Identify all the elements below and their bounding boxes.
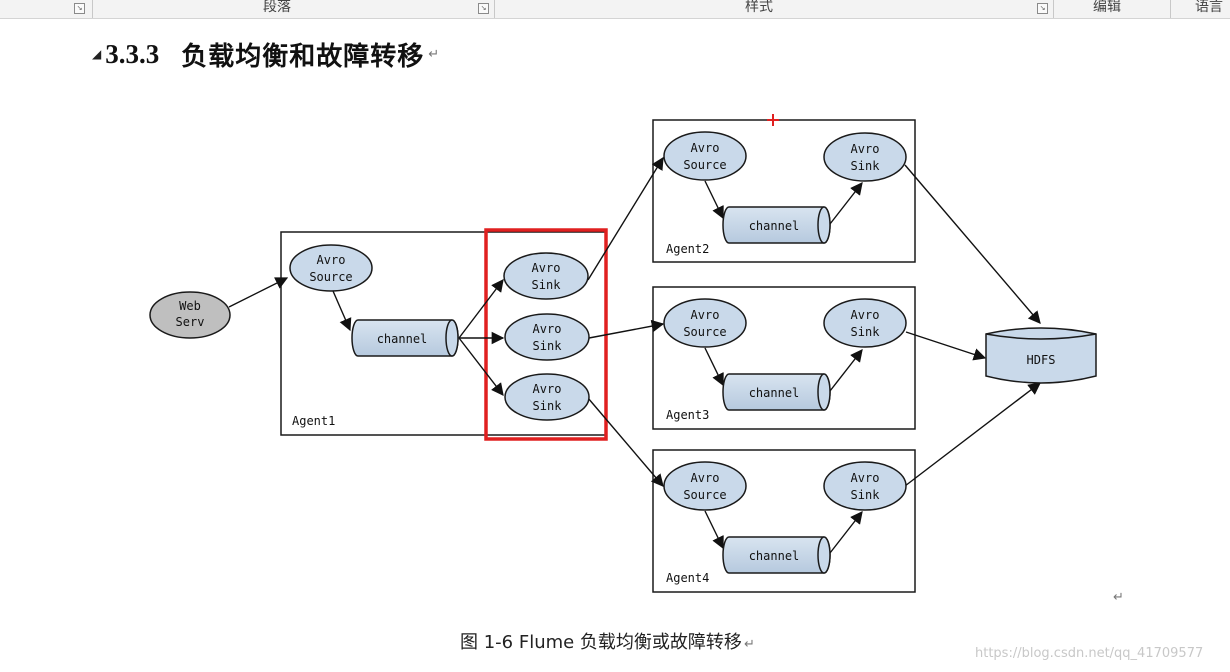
agent1-channel-node: channel: [351, 319, 459, 357]
agent2-source-label-2: Source: [683, 158, 726, 172]
ribbon-group-language[interactable]: 语言: [1195, 0, 1223, 15]
agent2-channel-label: channel: [749, 219, 800, 233]
hdfs-label: HDFS: [1027, 353, 1056, 367]
figure-caption-text: 图 1-6 Flume 负载均衡或故障转移: [460, 632, 742, 653]
agent4-sink-node: Avro Sink: [823, 461, 907, 511]
ribbon-separator: [92, 0, 93, 18]
figure-caption: 图 1-6 Flume 负载均衡或故障转移↵: [460, 628, 755, 654]
heading-bullet-icon: ◢: [92, 47, 102, 61]
watermark-text: https://blog.csdn.net/qq_41709577: [975, 646, 1204, 661]
agent3-source-label-2: Source: [683, 325, 726, 339]
agent4-source-node: Avro Source: [663, 461, 747, 511]
ribbon-separator: [1053, 0, 1054, 18]
ribbon-group-styles[interactable]: 样式: [745, 0, 773, 15]
agent1-sink-3-node: Avro Sink: [504, 373, 590, 421]
agent1-sink-2-node: Avro Sink: [504, 313, 590, 361]
heading-title: 负载均衡和故障转移: [181, 41, 425, 72]
paragraph-mark-icon: ↵: [428, 46, 440, 62]
agent2-box: [652, 119, 916, 263]
agent2-source-node: Avro Source: [663, 131, 747, 181]
ribbon-bar: ↘ 段落 ↘ 样式 ↘ 编辑 语言: [0, 0, 1230, 19]
agent2-source-label-1: Avro: [691, 141, 720, 155]
agent2-sink-label-2: Sink: [851, 159, 881, 173]
agent4-sink-label-2: Sink: [851, 488, 881, 502]
section-heading: ◢ 3.3.3 负载均衡和故障转移 ↵: [92, 36, 439, 72]
agent3-box: [652, 286, 916, 430]
crosshair-cursor-icon: [767, 114, 779, 126]
flow-arrows: [228, 156, 1042, 554]
paragraph-mark-icon: ↵: [1113, 590, 1124, 605]
dialog-launcher-icon[interactable]: ↘: [478, 3, 489, 14]
agent3-sink-label-2: Sink: [851, 325, 881, 339]
web-server-label-2: Serv: [176, 315, 205, 329]
agent2-channel-node: channel: [722, 206, 831, 244]
agent3-source-label-1: Avro: [691, 308, 720, 322]
ribbon-group-paragraph[interactable]: 段落: [263, 0, 291, 15]
agent4-box: [652, 449, 916, 593]
agent4-channel-node: channel: [722, 536, 831, 574]
agent3-channel-node: channel: [722, 373, 831, 411]
paragraph-mark-icon: ↵: [743, 637, 755, 652]
ribbon-separator: [494, 0, 495, 18]
agent4-source-label-1: Avro: [691, 471, 720, 485]
ribbon-group-editing[interactable]: 编辑: [1093, 0, 1121, 15]
web-server-node: Web Serv: [149, 291, 231, 339]
agent1-sink-1-node: Avro Sink: [503, 252, 589, 300]
agent1-sink-2-label-1: Avro: [533, 322, 562, 336]
dialog-launcher-icon[interactable]: ↘: [1037, 3, 1048, 14]
agent1-sink-2-label-2: Sink: [533, 339, 563, 353]
agent1-source-node: Avro Source: [289, 244, 373, 292]
agent1-sink-1-label-2: Sink: [532, 278, 562, 292]
agent1-sink-3-label-1: Avro: [533, 382, 562, 396]
agent3-label: Agent3: [666, 408, 709, 422]
agent1-label: Agent1: [292, 414, 335, 428]
agent1-sink-3-label-2: Sink: [533, 399, 563, 413]
agent3-source-node: Avro Source: [663, 298, 747, 348]
agent1-source-label-2: Source: [309, 270, 352, 284]
hdfs-node: HDFS: [985, 327, 1097, 384]
agent4-source-label-2: Source: [683, 488, 726, 502]
agent2-label: Agent2: [666, 242, 709, 256]
agent1-channel-label: channel: [377, 332, 428, 346]
agent4-channel-label: channel: [749, 549, 800, 563]
agent2-sink-label-1: Avro: [851, 142, 880, 156]
dialog-launcher-icon[interactable]: ↘: [74, 3, 85, 14]
agent3-sink-label-1: Avro: [851, 308, 880, 322]
web-server-label-1: Web: [179, 299, 201, 313]
agent4-label: Agent4: [666, 571, 709, 585]
ribbon-separator: [1170, 0, 1171, 18]
agent1-sink-1-label-1: Avro: [532, 261, 561, 275]
agent4-sink-label-1: Avro: [851, 471, 880, 485]
agent2-sink-node: Avro Sink: [823, 132, 907, 182]
agent1-source-label-1: Avro: [317, 253, 346, 267]
heading-number: 3.3.3: [105, 38, 160, 69]
agent3-sink-node: Avro Sink: [823, 298, 907, 348]
agent3-channel-label: channel: [749, 386, 800, 400]
